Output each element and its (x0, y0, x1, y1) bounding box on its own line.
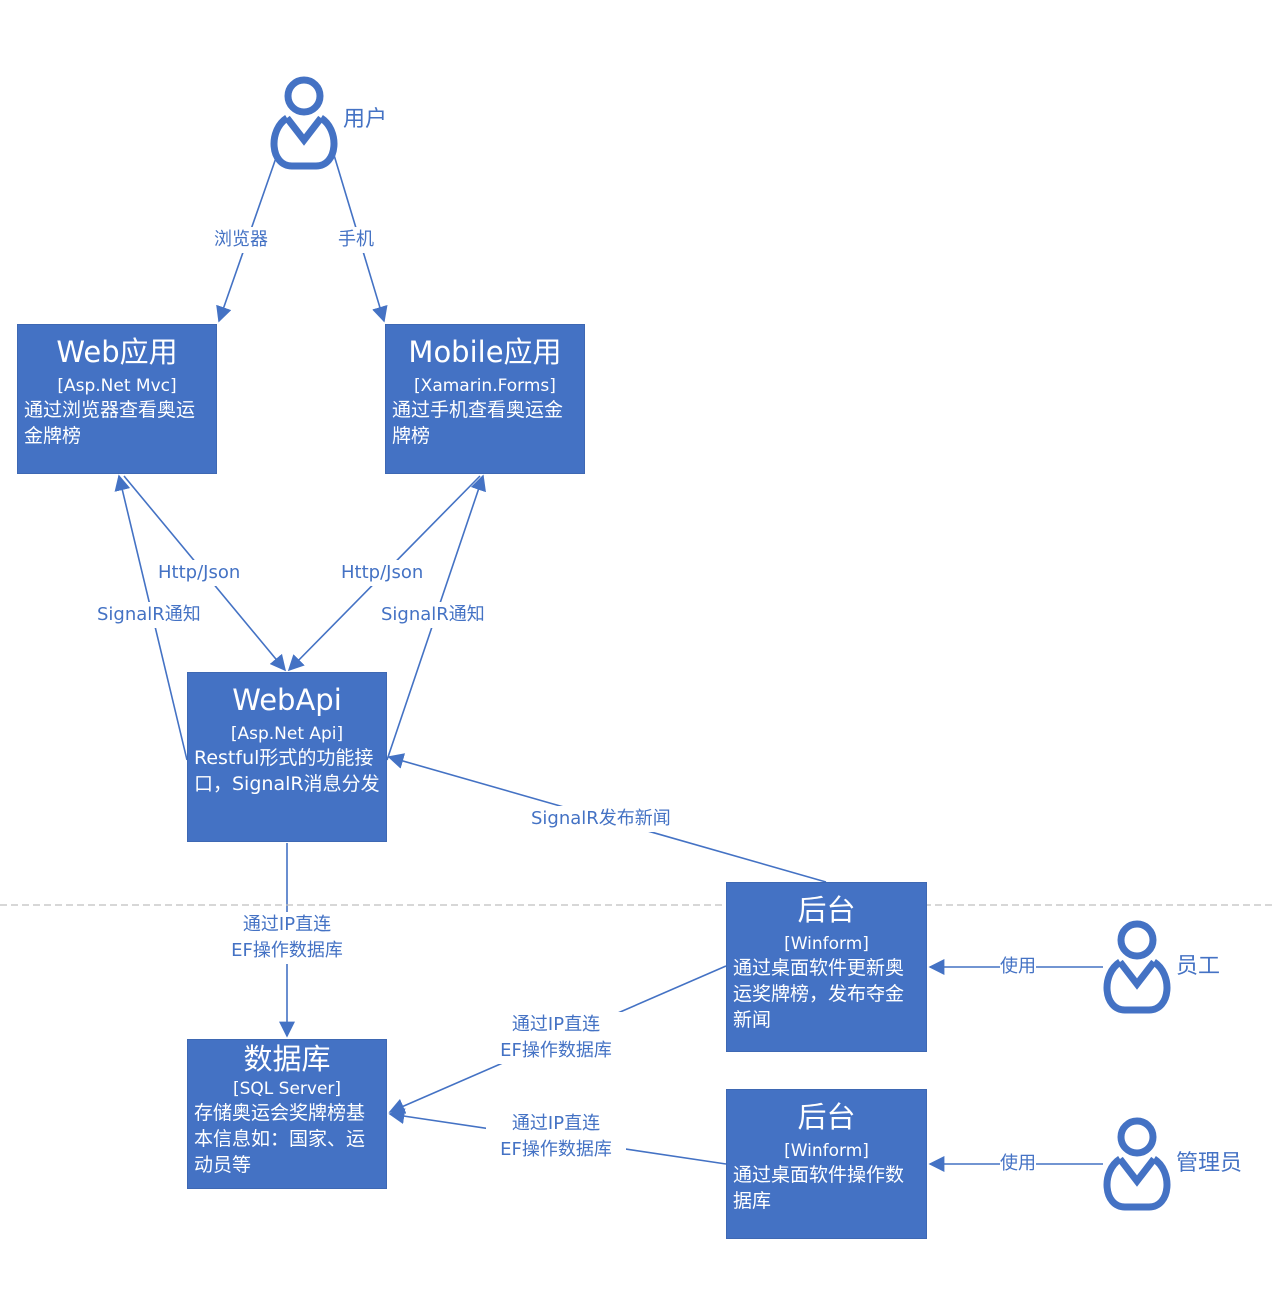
backend-admin-box[interactable]: 后台 [Winform] 通过桌面软件操作数据库 (726, 1089, 927, 1239)
backend-staff-title: 后台 (797, 893, 856, 927)
database-box[interactable]: 数据库 [SQL Server] 存储奥运会奖牌榜基本信息如：国家、运动员等 (187, 1039, 387, 1189)
edge-label-admin-db-line1: 通过IP直连 (511, 1113, 601, 1134)
database-title: 数据库 (243, 1042, 331, 1076)
database-desc: 存储奥运会奖牌榜基本信息如：国家、运动员等 (194, 1102, 366, 1176)
edge-label-admin-db-line2: EF操作数据库 (500, 1139, 612, 1160)
edge-label-api-db-line1: 通过IP直连 (242, 914, 332, 935)
edge-label-browser: 浏览器 (214, 227, 268, 253)
backend-staff-tech: [Winform] (784, 934, 869, 954)
backend-admin-desc: 通过桌面软件操作数据库 (733, 1164, 905, 1212)
edge-label-signalr-news: SignalR发布新闻 (531, 806, 671, 832)
edge-label-web-http: Http/Json (158, 560, 241, 586)
edge-label-admin-use: 使用 (1000, 1151, 1036, 1177)
backend-staff-box[interactable]: 后台 [Winform] 通过桌面软件更新奥运奖牌榜，发布夺金新闻 (726, 882, 927, 1052)
backend-staff-desc: 通过桌面软件更新奥运奖牌榜，发布夺金新闻 (733, 957, 905, 1031)
webapi-title: WebApi (232, 683, 342, 717)
database-tech: [SQL Server] (232, 1079, 342, 1099)
mobile-app-desc: 通过手机查看奥运金牌榜 (392, 399, 564, 447)
web-app-tech: [Asp.Net Mvc] (57, 376, 177, 396)
edge-label-staff-use: 使用 (1000, 954, 1036, 980)
staff-person-icon (1103, 920, 1171, 1014)
backend-admin-tech: [Winform] (784, 1141, 869, 1161)
mobile-app-box[interactable]: Mobile应用 [Xamarin.Forms] 通过手机查看奥运金牌榜 (385, 324, 585, 474)
edge-label-web-signalr: SignalR通知 (97, 602, 201, 628)
edge-label-api-db-line2: EF操作数据库 (231, 940, 343, 961)
edge-label-staff-db-line1: 通过IP直连 (511, 1014, 601, 1035)
staff-actor-name: 员工 (1176, 954, 1221, 979)
web-app-box[interactable]: Web应用 [Asp.Net Mvc] 通过浏览器查看奥运金牌榜 (17, 324, 217, 474)
user-person-icon (270, 76, 338, 170)
mobile-app-title: Mobile应用 (408, 335, 562, 369)
edge-label-mobile-signalr: SignalR通知 (381, 602, 485, 628)
edge-label-staff-db: 通过IP直连 EF操作数据库 (486, 1012, 626, 1064)
edge-label-mobile-http: Http/Json (341, 560, 424, 586)
mobile-app-tech: [Xamarin.Forms] (414, 376, 556, 396)
user-actor-name: 用户 (343, 107, 388, 132)
edge-label-api-db: 通过IP直连 EF操作数据库 (217, 912, 357, 964)
edge-label-staff-db-line2: EF操作数据库 (500, 1040, 612, 1061)
web-app-title: Web应用 (56, 335, 178, 369)
webapi-desc: Restful形式的功能接口，SignalR消息分发 (194, 747, 380, 795)
admin-person-icon (1103, 1117, 1171, 1211)
edge-label-phone: 手机 (338, 227, 374, 253)
edge-label-admin-db: 通过IP直连 EF操作数据库 (486, 1111, 626, 1163)
webapi-tech: [Asp.Net Api] (230, 724, 344, 744)
web-app-desc: 通过浏览器查看奥运金牌榜 (24, 399, 196, 447)
backend-admin-title: 后台 (797, 1100, 856, 1134)
webapi-box[interactable]: WebApi [Asp.Net Api] Restful形式的功能接口，Sign… (187, 672, 387, 842)
admin-actor-name: 管理员 (1176, 1151, 1243, 1176)
